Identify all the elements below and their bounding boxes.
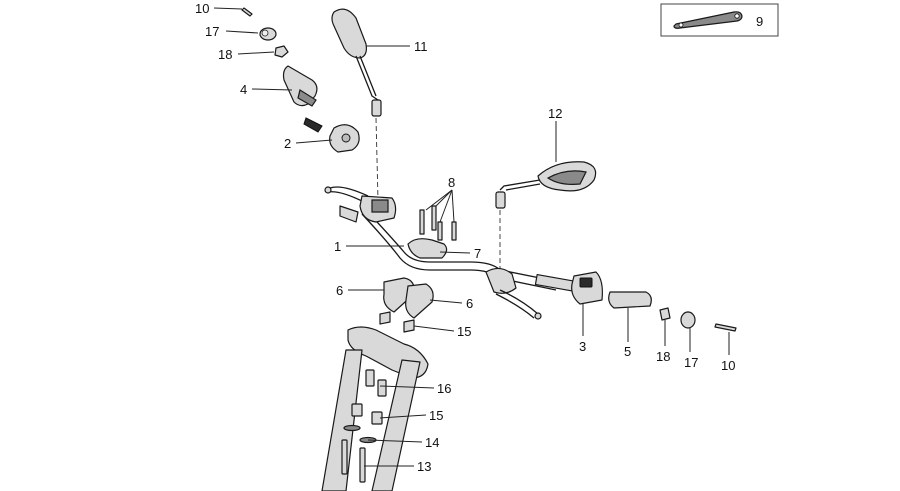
- switch-housing-3: [571, 271, 603, 305]
- callout-6-left: 6: [336, 283, 343, 298]
- callout-11: 11: [414, 39, 428, 54]
- left-mirror-11: [331, 8, 382, 201]
- handlebar-1: [361, 209, 578, 292]
- callout-13: 13: [417, 459, 431, 474]
- wrench-tool: [673, 11, 743, 29]
- clutch-perch: [485, 267, 517, 294]
- cable-fitting: [303, 117, 323, 133]
- mirror-head-left: [331, 8, 367, 59]
- left-grip-assembly: [241, 7, 360, 153]
- left-lever-assembly: [324, 186, 397, 223]
- callout-8: 8: [448, 175, 455, 190]
- mirror-stem-right: [495, 191, 506, 209]
- callout-18-top: 18: [218, 47, 232, 62]
- callout-4: 4: [240, 82, 247, 97]
- callout-10-right: 10: [721, 358, 735, 373]
- callout-17-top: 17: [205, 24, 219, 39]
- callout-5: 5: [624, 344, 631, 359]
- callout-15-bottom: 15: [429, 408, 443, 423]
- callout-12: 12: [548, 106, 562, 121]
- inset-part-9: [660, 3, 779, 37]
- lower-clamp-6-right: [405, 283, 434, 319]
- fork-assembly: [321, 326, 429, 491]
- callout-labels: 10 17 18 4 2 11 12 8 1 7 6 6 15 16 15 14…: [195, 1, 763, 474]
- callout-6-right: 6: [466, 296, 473, 311]
- callout-10-top: 10: [195, 1, 209, 16]
- right-lever-assembly: [485, 267, 737, 332]
- callout-7: 7: [474, 246, 481, 261]
- callout-14: 14: [425, 435, 439, 450]
- fork-tube-left: [321, 349, 363, 491]
- fork-tube-right: [371, 359, 421, 491]
- callout-1: 1: [334, 239, 341, 254]
- callout-2: 2: [284, 136, 291, 151]
- callout-18-right: 18: [656, 349, 670, 364]
- upper-clamp-7: [407, 238, 448, 259]
- right-mirror-12: [495, 161, 597, 270]
- nut-18-top: [274, 45, 289, 58]
- screw-10-top: [241, 7, 253, 17]
- screw-10-right: [714, 323, 737, 332]
- callout-15-top: 15: [457, 324, 471, 339]
- callout-3: 3: [579, 339, 586, 354]
- grip-5: [608, 291, 652, 309]
- callout-9: 9: [756, 14, 763, 29]
- lower-clamp-6-left: [383, 277, 415, 313]
- mirror-stem-left: [371, 99, 382, 117]
- callout-16: 16: [437, 381, 451, 396]
- nut-18-right: [659, 307, 671, 321]
- handlebar-clamps: [379, 205, 457, 333]
- leader-lines: [213, 7, 730, 467]
- callout-17-right: 17: [684, 355, 698, 370]
- bar-end-weight-17-right: [680, 311, 696, 329]
